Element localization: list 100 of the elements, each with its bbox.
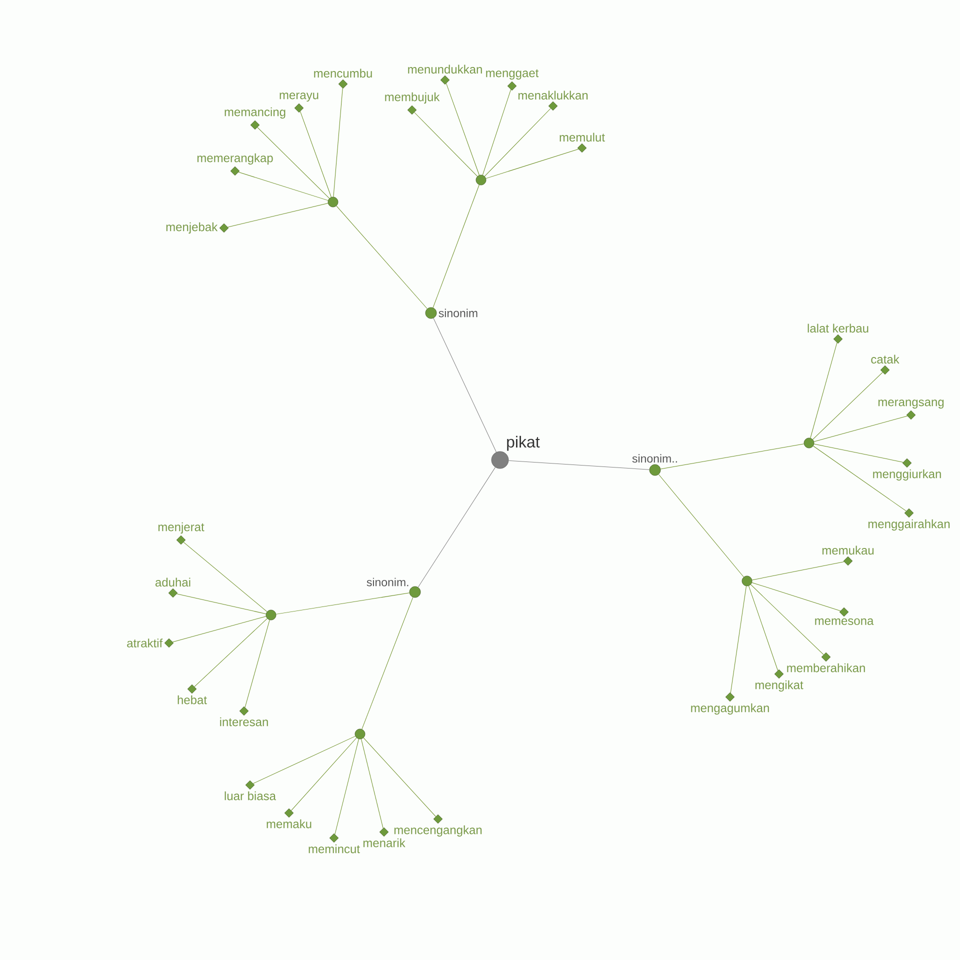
word-node: menundukkan bbox=[408, 64, 482, 85]
hub-node bbox=[476, 174, 486, 186]
node-label: menjebak bbox=[166, 222, 218, 234]
node-label: menggiurkan bbox=[873, 469, 941, 481]
word-node: atraktif bbox=[127, 638, 174, 648]
word-node: aduhai bbox=[155, 578, 190, 598]
edge-line bbox=[172, 616, 266, 642]
word-node: mengagumkan bbox=[691, 692, 769, 715]
node-label: hebat bbox=[178, 695, 207, 704]
word-node: lalat kerbau bbox=[808, 324, 868, 344]
node-label: lalat kerbau bbox=[808, 324, 868, 333]
word-node: mencumbu bbox=[314, 68, 372, 89]
node-label: catak bbox=[871, 354, 900, 364]
node-label: menaklukkan bbox=[518, 90, 588, 100]
edge-line bbox=[183, 542, 268, 612]
word-node: memesona bbox=[815, 607, 874, 625]
edge-line bbox=[486, 148, 579, 179]
word-node: mencengangkan bbox=[394, 814, 482, 837]
word-node: interesan bbox=[220, 706, 268, 726]
node-label: interesan bbox=[220, 717, 268, 726]
word-node: catak bbox=[871, 354, 900, 375]
node-label: menggairahkan bbox=[868, 519, 950, 531]
node-label: sinonim bbox=[438, 308, 478, 318]
node-label: sinonim. bbox=[366, 578, 408, 586]
edge-line bbox=[362, 597, 414, 730]
word-node: membujuk bbox=[385, 92, 440, 115]
word-node: luar biasa bbox=[224, 780, 276, 800]
node-label: atraktif bbox=[127, 638, 163, 648]
node-label: merangsang bbox=[878, 400, 944, 409]
node-label: membujuk bbox=[385, 92, 440, 104]
word-node: hebat bbox=[178, 684, 207, 704]
edge-line bbox=[418, 467, 496, 588]
node-label: mencumbu bbox=[314, 68, 372, 78]
hub-node bbox=[266, 610, 276, 620]
node-label: memincut bbox=[308, 844, 360, 854]
edge-line bbox=[752, 582, 841, 612]
edge-line bbox=[446, 83, 480, 176]
edge-line bbox=[228, 202, 328, 228]
word-node: memincut bbox=[308, 833, 360, 854]
word-node: memancing bbox=[224, 107, 286, 130]
edge-line bbox=[300, 111, 332, 198]
word-node: memukau bbox=[822, 546, 874, 566]
edge-line bbox=[363, 738, 436, 817]
word-node: menaklukkan bbox=[518, 90, 588, 111]
word-node: memulut bbox=[560, 132, 605, 153]
edge-line bbox=[813, 446, 906, 512]
word-node: merangsang bbox=[878, 400, 944, 420]
edge-line bbox=[290, 738, 357, 811]
word-node: menjerat bbox=[158, 522, 204, 545]
word-node: menggairahkan bbox=[868, 508, 950, 531]
node-label: mengikat bbox=[755, 680, 804, 692]
edge-line bbox=[194, 618, 268, 687]
hub-node bbox=[742, 576, 752, 586]
node-label: mengagumkan bbox=[691, 703, 769, 715]
synonym-node: sinonim. bbox=[366, 578, 421, 598]
edge-line bbox=[752, 562, 844, 580]
node-label: luar biasa bbox=[224, 791, 276, 800]
edge-line bbox=[257, 127, 330, 199]
edge-line bbox=[484, 108, 551, 177]
edge-line bbox=[414, 112, 478, 177]
edge-line bbox=[336, 206, 428, 309]
word-node: memberahikan bbox=[787, 652, 865, 672]
hub-node bbox=[354, 728, 366, 740]
edge-line bbox=[244, 620, 270, 708]
node-label: mencengangkan bbox=[394, 825, 482, 837]
node-label: memberahikan bbox=[787, 663, 865, 672]
node-label: memancing bbox=[224, 107, 286, 119]
node-label: menundukkan bbox=[408, 64, 482, 74]
edge-line bbox=[812, 372, 883, 440]
edge-line bbox=[660, 444, 804, 470]
edge-line bbox=[814, 444, 904, 462]
node-label: menggaet bbox=[486, 69, 539, 80]
edge-line bbox=[334, 738, 359, 834]
edge-line bbox=[482, 89, 512, 176]
edge-line bbox=[252, 736, 356, 784]
node-label: memerangkap bbox=[197, 153, 273, 165]
edge-line bbox=[333, 88, 343, 198]
synonym-node: sinonim bbox=[425, 307, 478, 319]
node-label: menarik bbox=[363, 838, 406, 848]
edge-line bbox=[176, 594, 266, 614]
word-node: menggaet bbox=[486, 69, 539, 91]
edge-line bbox=[658, 474, 744, 578]
node-label: merayu bbox=[280, 92, 318, 102]
node-label: aduhai bbox=[155, 578, 190, 587]
edge-line bbox=[508, 460, 650, 470]
hub-node bbox=[804, 438, 814, 448]
node-label: memaku bbox=[266, 819, 312, 828]
node-label: sinonim.. bbox=[632, 454, 677, 463]
node-label: pikat bbox=[507, 436, 540, 451]
edge-line bbox=[750, 584, 824, 655]
word-node: memerangkap bbox=[197, 153, 273, 176]
edge-line bbox=[432, 184, 480, 308]
node-label: memulut bbox=[560, 132, 605, 142]
node-label: memukau bbox=[822, 546, 874, 555]
hub-node bbox=[328, 196, 338, 208]
edge-line bbox=[433, 318, 497, 452]
edge-line bbox=[730, 586, 746, 694]
edge-line bbox=[361, 738, 384, 828]
edge-line bbox=[748, 586, 778, 671]
edge-line bbox=[238, 172, 328, 201]
